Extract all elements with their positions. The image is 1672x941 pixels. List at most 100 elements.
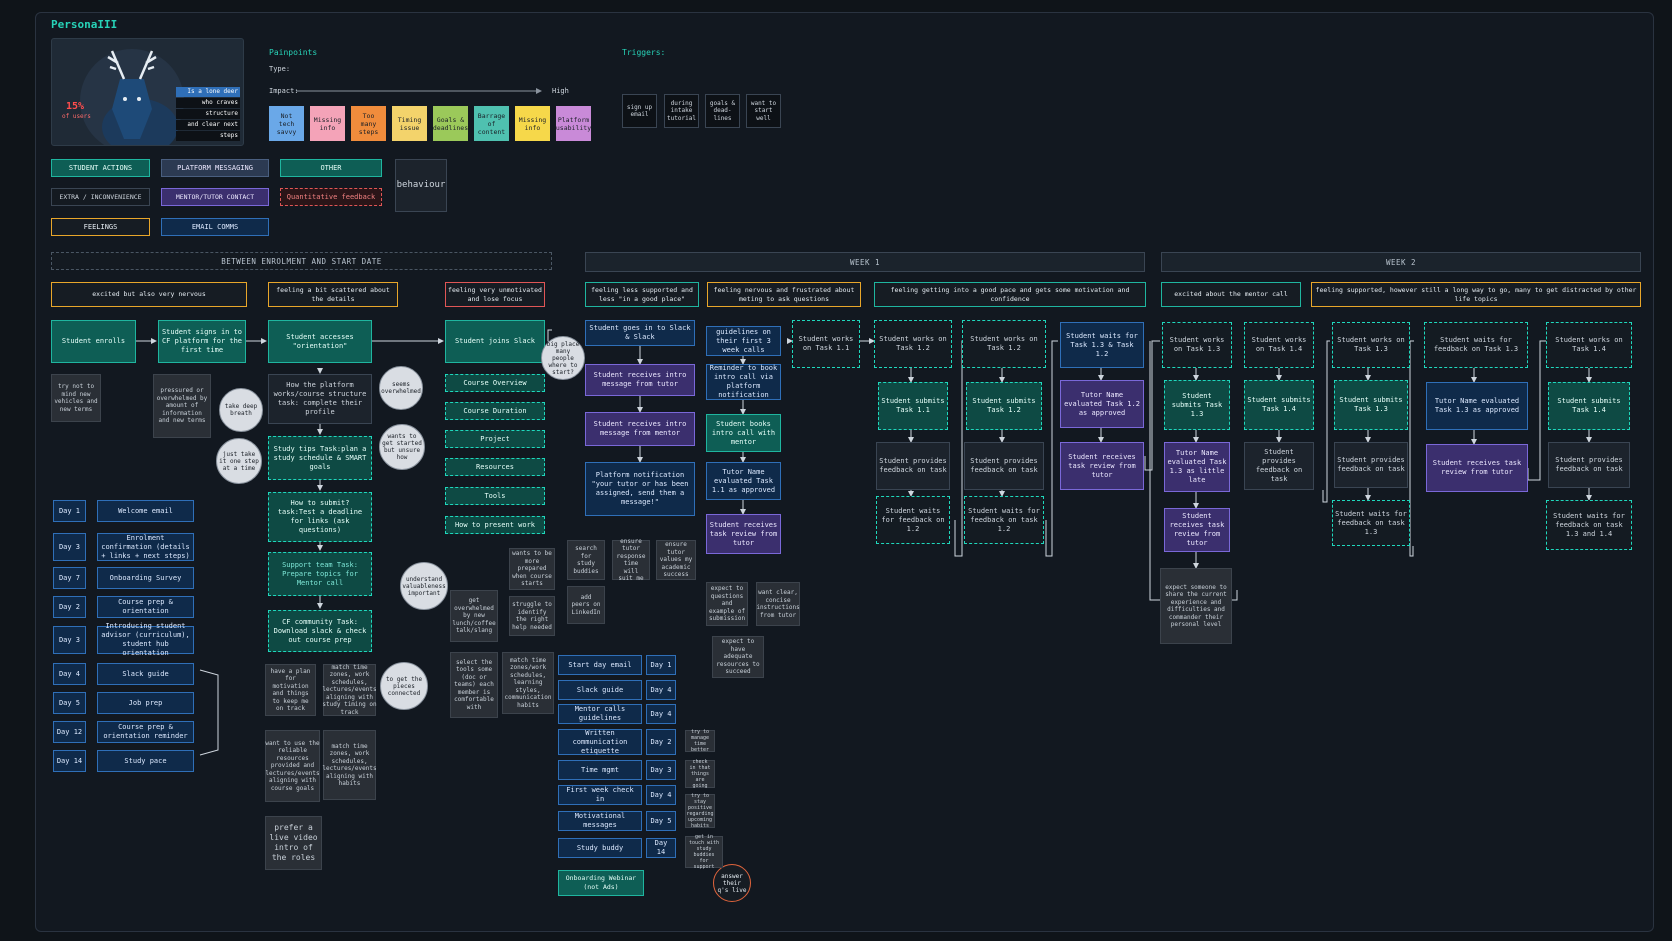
- legend-platform-messaging: PLATFORM MESSAGING: [161, 159, 269, 177]
- painpoint-sticky: Platform usability: [556, 106, 591, 141]
- w2-submit-1-3b[interactable]: Student submits Task 1.3: [1334, 380, 1408, 430]
- w2-wait-feedback-1-3[interactable]: Student waits for feedback on Task 1.3: [1424, 322, 1528, 368]
- orientation-platform-works[interactable]: How the platform works/course structure …: [268, 374, 372, 424]
- w2-submit-1-3[interactable]: Student submits Task 1.3: [1164, 380, 1230, 430]
- w1-wait-1-2b[interactable]: Student waits for feedback on task 1.2: [964, 496, 1044, 544]
- email-item[interactable]: Course prep & orientation: [97, 596, 194, 618]
- orientation-support[interactable]: Support team Task: Prepare topics for Me…: [268, 552, 372, 596]
- w2-submit-1-4b[interactable]: Student submits Task 1.4: [1548, 382, 1630, 430]
- onboarding-webinar[interactable]: Onboarding Webinar (not Ads): [558, 870, 644, 896]
- w1-review-1-2[interactable]: Student receives task review from tutor: [1060, 442, 1144, 490]
- behaviour-note: wants to be more prepared when course st…: [509, 548, 555, 590]
- email-item[interactable]: Written communication etiquette: [558, 729, 642, 755]
- w2-eval-1-3-late[interactable]: Tutor Name evaluated Task 1.3 as little …: [1164, 442, 1230, 492]
- email-day-label: Day 3: [646, 760, 676, 780]
- email-item[interactable]: First week check in: [558, 785, 642, 805]
- w1-mentor-intro[interactable]: Student receives intro message from ment…: [585, 412, 695, 446]
- w2-review-1-3b[interactable]: Student receives task review from tutor: [1426, 444, 1528, 492]
- behaviour-note: have a plan for motivation and things to…: [265, 664, 316, 716]
- persona-desc-line: Is a lone deer: [176, 87, 240, 97]
- email-day-label: Day 1: [53, 500, 86, 522]
- w2-feedback[interactable]: Student provides feedback on task: [1548, 442, 1630, 488]
- w1-eval-1-1[interactable]: Tutor Name evaluated Task 1.1 as approve…: [706, 462, 781, 500]
- trigger-note: sign up email: [622, 94, 657, 128]
- email-item[interactable]: Slack guide: [558, 680, 642, 700]
- behaviour-note: match time zones, work schedules, lectur…: [322, 663, 377, 716]
- slack-course-overview[interactable]: Course Overview: [445, 374, 545, 392]
- emotion-bubble: to get the pieces connected: [380, 662, 428, 710]
- orientation-community[interactable]: CF community Task: Download slack & chec…: [268, 610, 372, 652]
- email-item[interactable]: Study pace: [97, 750, 194, 772]
- email-item[interactable]: Onboarding Survey: [97, 567, 194, 589]
- email-item[interactable]: Job prep: [97, 692, 194, 714]
- feeling-card: feeling a bit scattered about the detail…: [268, 282, 398, 307]
- slack-project[interactable]: Project: [445, 430, 545, 448]
- w2-task-1-3b[interactable]: Student works on Task 1.3: [1332, 322, 1410, 368]
- email-item[interactable]: Time mgmt: [558, 760, 642, 780]
- w1-platform-notification[interactable]: Platform notification "your tutor or has…: [585, 462, 695, 516]
- step-accesses-orientation[interactable]: Student accesses "orientation": [268, 320, 372, 363]
- w1-eval-1-2[interactable]: Tutor Name evaluated Task 1.2 as approve…: [1060, 380, 1144, 428]
- step-joins-slack[interactable]: Student joins Slack: [445, 320, 545, 363]
- persona-desc-line: steps: [176, 131, 240, 141]
- w1-task-1-2b[interactable]: Student works on Task 1.2: [962, 320, 1046, 368]
- emotion-bubble: seems overwhelmed: [379, 366, 423, 410]
- slack-tools[interactable]: Tools: [445, 487, 545, 505]
- w2-task-1-3[interactable]: Student works on Task 1.3: [1162, 322, 1232, 368]
- slack-present-work[interactable]: How to present work: [445, 516, 545, 534]
- step-student-enrolls[interactable]: Student enrolls: [51, 320, 136, 363]
- orientation-study-tips[interactable]: Study tips Task:plan a study schedule & …: [268, 436, 372, 480]
- email-item[interactable]: Slack guide: [97, 663, 194, 685]
- behaviour-note: add peers on LinkedIn: [567, 586, 605, 624]
- email-day-label: Day 4: [53, 663, 86, 685]
- email-day-label: Day 12: [53, 721, 86, 743]
- slack-course-duration[interactable]: Course Duration: [445, 402, 545, 420]
- w1-wait-1-2[interactable]: Student waits for feedback on 1.2: [876, 496, 950, 544]
- email-day-label: Day 5: [53, 692, 86, 714]
- emotion-bubble: understand valuableness important: [400, 562, 448, 610]
- email-item[interactable]: Welcome email: [97, 500, 194, 522]
- w1-book-call[interactable]: Student books intro call with mentor: [706, 414, 781, 452]
- emotion-bubble: wants to get started but unsure how: [379, 424, 425, 470]
- w1-guidelines[interactable]: guidelines on their first 3 week calls: [706, 326, 781, 356]
- email-day-label: Day 4: [646, 785, 676, 805]
- email-day-label: Day 3: [53, 626, 86, 654]
- step-signs-in[interactable]: Student signs in to CF platform for the …: [158, 320, 246, 363]
- w1-wait-1-3[interactable]: Student waits for Task 1.3 & Task 1.2: [1060, 322, 1144, 368]
- email-item[interactable]: Introducing student advisor (curriculum)…: [97, 622, 194, 657]
- w2-wait-1-3-1-4[interactable]: Student waits for feedback on task 1.3 a…: [1546, 500, 1632, 550]
- w1-task-1-1[interactable]: Student works on Task 1.1: [792, 320, 860, 368]
- w1-student-slack[interactable]: Student goes in to Slack & Slack: [585, 320, 695, 346]
- w1-tutor-intro[interactable]: Student receives intro message from tuto…: [585, 364, 695, 396]
- w2-feedback[interactable]: Student provides feedback on task: [1334, 442, 1408, 488]
- w1-submit-1-1[interactable]: Student submits Task 1.1: [878, 382, 948, 430]
- w2-task-1-4[interactable]: Student works on Task 1.4: [1244, 322, 1314, 368]
- w2-feedback[interactable]: Student provides feedback on task: [1244, 442, 1314, 490]
- w2-review-1-3[interactable]: Student receives task review from tutor: [1164, 508, 1230, 552]
- w1-task-1-2[interactable]: Student works on Task 1.2: [874, 320, 952, 368]
- email-item[interactable]: Motivational messages: [558, 811, 642, 831]
- behaviour-note: prefer a live video intro of the roles: [265, 816, 322, 870]
- persona-card: 15% of users Is a lone deer who craves s…: [51, 38, 244, 146]
- email-item[interactable]: Mentor calls guidelines: [558, 704, 642, 724]
- w1-submit-1-2[interactable]: Student submits Task 1.2: [966, 382, 1042, 430]
- w1-reminder[interactable]: Reminder to book intro call via platform…: [706, 364, 781, 400]
- orientation-submit[interactable]: How to submit? task:Test a deadline for …: [268, 492, 372, 542]
- email-item[interactable]: Course prep & orientation reminder: [97, 721, 194, 743]
- email-item[interactable]: Study buddy: [558, 838, 642, 858]
- w2-wait-1-3[interactable]: Student waits for feedback on task 1.3: [1332, 500, 1410, 546]
- w2-eval-1-3[interactable]: Tutor Name evaluated Task 1.3 as approve…: [1426, 382, 1528, 430]
- w1-task-review[interactable]: Student receives task review from tutor: [706, 514, 781, 554]
- email-day-label: Day 4: [646, 704, 676, 724]
- email-item[interactable]: Start day email: [558, 655, 642, 675]
- w2-submit-1-4[interactable]: Student submits Task 1.4: [1244, 380, 1314, 430]
- behaviour-note: want clear, concise instructions from tu…: [756, 582, 800, 626]
- slack-resources[interactable]: Resources: [445, 458, 545, 476]
- behaviour-note: ensure tutor values my academic success: [656, 540, 696, 580]
- w2-task-1-4b[interactable]: Student works on Task 1.4: [1546, 322, 1632, 368]
- emotion-bubble: big place many people where to start?: [541, 336, 585, 380]
- email-item[interactable]: Enrolment confirmation (details + links …: [97, 533, 194, 561]
- w1-feedback[interactable]: Student provides feedback on task: [964, 442, 1044, 490]
- w1-feedback[interactable]: Student provides feedback on task: [876, 442, 950, 490]
- legend-feelings: FEELINGS: [51, 218, 150, 236]
